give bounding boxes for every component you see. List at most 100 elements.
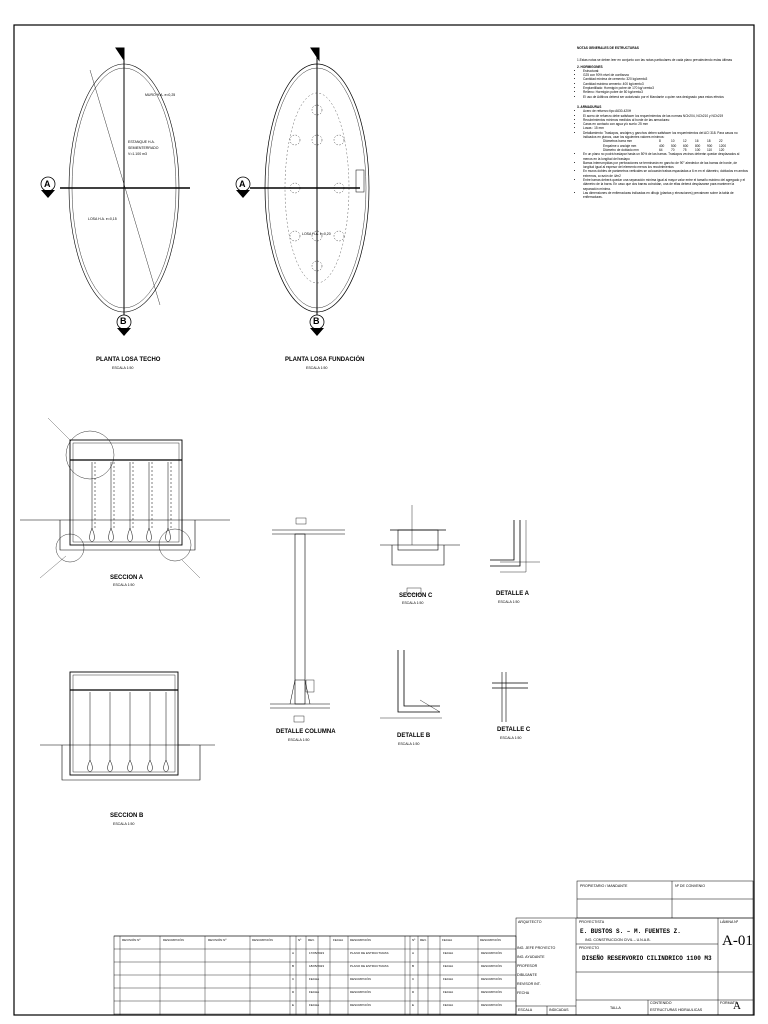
plan-roof-slab: [60, 47, 190, 322]
rev-header: DESCRIPCIÓN: [350, 938, 371, 942]
bar-table-value: 100: [695, 147, 701, 152]
tb-contenido: ESTRUCTURAS HIDRAULICAS: [650, 1008, 703, 1012]
marker-a-label-2: A: [239, 179, 246, 189]
bar-table-value: 400: [659, 143, 665, 148]
tb-field: FECHA: [517, 991, 530, 995]
tb-field: REVISOR INT.: [517, 982, 541, 986]
tb-lamina-label: LÁMINA Nº: [720, 920, 739, 924]
column-circle: [311, 230, 323, 242]
tb-proyectista-label: ARQUITECTO: [518, 920, 542, 924]
tb-field: ING. JEFE PROYECTO: [517, 946, 556, 950]
section-marker-b-2: [309, 314, 325, 336]
column-circle: [333, 182, 345, 194]
rev-cell: FECHA: [309, 990, 320, 994]
note-item: G25 con 90% nivel de confianza: [583, 73, 749, 77]
bar-table-value: 10: [671, 139, 675, 144]
note-item: Barras interrumpidas por perforaciones s…: [583, 161, 749, 170]
note-item: Cantidad máxima cemento: 400 kg/cemto3: [583, 82, 749, 86]
scale-seccion-c: ESCALA 1:50: [402, 601, 424, 605]
bar-table-value: 120: [719, 147, 725, 152]
scale-planta-techo: ESCALA 1:50: [112, 366, 134, 370]
rev-cell: DESCRIPCIÓN: [481, 1003, 502, 1007]
rev-cell: FECHA: [443, 1003, 454, 1007]
scale-seccion-a: ESCALA 1:50: [113, 583, 135, 587]
notes-title: NOTAS GENERALES DE ESTRUCTURAS: [577, 46, 639, 50]
note-item: El uso de Aditivos deberá ser autorizado…: [583, 95, 749, 99]
section-marker-a-2: [235, 176, 251, 198]
tb-contenido-label: CONTENIDO: [650, 1001, 672, 1005]
note-item: Acero de refuerzo tipo A630-420H: [583, 109, 749, 113]
detail-c-drawing: [492, 672, 528, 722]
note-item: En muros dobles de parámetros verticales…: [583, 169, 749, 178]
bar-table-value: 8: [659, 139, 661, 144]
marker-a-label-1: A: [44, 179, 51, 189]
label-volume: V=1.100 m3: [128, 152, 147, 156]
title-planta-fundacion: PLANTA LOSA FUNDACIÓN: [285, 357, 365, 363]
title-seccion-b: SECCION B: [110, 813, 144, 819]
label-muro: MURO H.A. e=0,25: [145, 93, 176, 97]
rev-cell: DESCRIPCIÓN: [481, 990, 502, 994]
column-circle: [333, 134, 345, 146]
rev-header: DESCRIPCIÓN: [252, 938, 273, 942]
rev-cell: C: [292, 977, 295, 981]
bar-table-label: Diámetros barra mm: [603, 139, 633, 144]
tb-calculista-label: PROYECTISTA: [579, 920, 605, 924]
scale-detalle-b: ESCALA 1:50: [398, 742, 420, 746]
note-item: Detallamiento: Traslapos, anclajes y gan…: [583, 131, 749, 140]
rev-cell: DESCRIPCIÓN: [481, 964, 502, 968]
rev-cell: FECHA: [443, 964, 454, 968]
rev-cell: E: [292, 1003, 295, 1007]
column-detail-drawing: [270, 517, 345, 723]
notes-section-3: 3. ARMADURAS: [577, 104, 602, 109]
label-losa-fundacion: LOSA H.A. e=0,20: [302, 232, 331, 236]
section-marker-b-1: [116, 314, 132, 336]
rev-header: REV.: [420, 938, 427, 942]
rev-cell: D: [292, 990, 295, 994]
column-circle: [289, 230, 301, 242]
label-losa-techo: LOSA H.A. e=0,15: [88, 217, 117, 221]
section-marker-a-1: [40, 176, 56, 198]
rev-cell: E: [412, 1003, 415, 1007]
tb-escala-label: ESCALA: [518, 1008, 533, 1012]
rev-cell: D: [412, 990, 415, 994]
title-detalle-b: DETALLE B: [397, 733, 431, 739]
rev-cell: DESCRIPCIÓN: [350, 977, 371, 981]
column-circle: [311, 260, 323, 272]
section-a-drawing: [20, 417, 230, 579]
rev-cell: PLANO DE ESTRUCTURAS: [350, 951, 389, 955]
rev-header: FECHA: [333, 938, 344, 942]
bar-table-value: 500: [671, 143, 677, 148]
notes-section-3-list: Acero de refuerzo tipo A630-420HEl acero…: [577, 109, 749, 139]
section-column: [108, 462, 114, 543]
rev-cell: FECHA: [443, 977, 454, 981]
notes-section-2: 2. HORMIGONES: [577, 64, 603, 69]
note-item: Recubrimientos mínimos medidos al borde …: [583, 118, 749, 122]
rev-cell: DESCRIPCIÓN: [350, 1003, 371, 1007]
tb-field: DIBUJANTE: [517, 973, 537, 977]
rev-cell: DESCRIPCIÓN: [481, 977, 502, 981]
rev-cell: PLANO DE ESTRUCTURAS: [350, 964, 389, 968]
rev-header: REVISIÓN Nº: [122, 938, 141, 942]
rev-header: Nº: [298, 938, 302, 942]
rev-cell: A: [412, 951, 415, 955]
scale-detalle-c: ESCALA 1:50: [500, 736, 522, 740]
bar-table-value: 22: [719, 139, 723, 144]
section-column: [127, 462, 133, 543]
tb-authors-sub: ING. CONSTRUCCION CIVIL – U.N.A.B.: [585, 938, 651, 942]
tb-talla: TALLA: [610, 1006, 621, 1010]
rev-header: DESCRIPCIÓN: [480, 938, 501, 942]
rev-cell: C: [412, 977, 415, 981]
rev-cell: FECHA: [443, 951, 454, 955]
rev-header: DESCRIPCIÓN: [163, 938, 184, 942]
title-detalle-columna: DETALLE COLUMNA: [276, 729, 336, 735]
column-circle: [289, 182, 301, 194]
marker-b-label-2: B: [313, 316, 320, 326]
note-item: Las dimensiones de enfierraduras indicad…: [583, 191, 749, 200]
section-column: [89, 462, 95, 543]
section-b-columns: [87, 692, 169, 773]
rev-header: REVISIÓN Nº: [208, 938, 227, 942]
